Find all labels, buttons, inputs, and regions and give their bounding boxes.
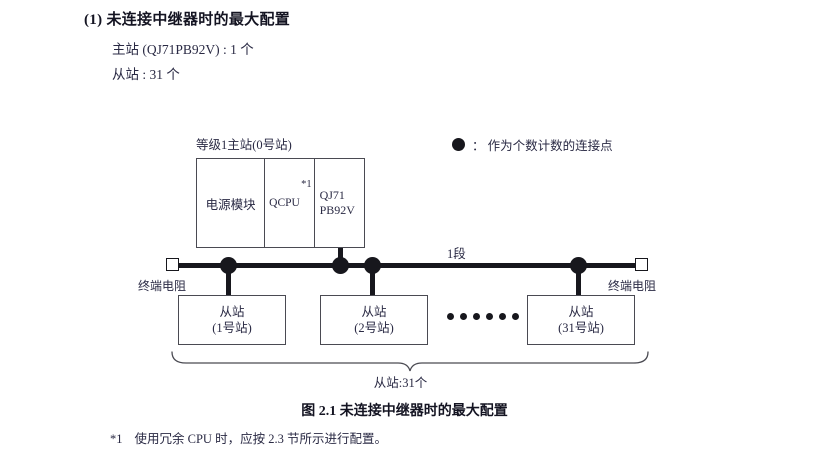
legend-label: ： 作为个数计数的连接点	[472, 139, 613, 153]
slave-drop-line	[370, 266, 375, 296]
ellipsis-dot	[447, 313, 454, 320]
connection-node-dot	[332, 257, 349, 274]
master-chassis: 电源模块 QCPU *1 QJ71 PB92V	[196, 158, 365, 248]
terminator-right-label: 终端电阻	[608, 279, 657, 293]
slave-group-label: 从站:31个	[373, 376, 428, 390]
spec-slave-count: 从站 : 31 个	[112, 67, 180, 82]
slave-drop-line	[576, 266, 581, 296]
module-qcpu-label: QCPU	[269, 197, 300, 209]
module-qj71pb92v: QJ71 PB92V	[313, 159, 364, 247]
slave-station-number: (31号站)	[558, 321, 604, 335]
slave-station-title: 从站	[361, 304, 387, 319]
ellipsis-dot	[512, 313, 519, 320]
slave-station-title: 从站	[568, 304, 594, 319]
brace-icon	[171, 351, 649, 372]
footnote: *1 使用冗余 CPU 时，应按 2.3 节所示进行配置。	[110, 428, 387, 447]
connection-node-dot	[220, 257, 237, 274]
connection-point-dot-icon	[452, 138, 465, 151]
slave-station-box: 从站 (31号站)	[527, 295, 635, 345]
module-qj71pb92v-label: QJ71 PB92V	[320, 188, 355, 219]
slave-station-number: (2号站)	[354, 321, 394, 335]
bus-trunk-line	[176, 263, 642, 268]
ellipsis-dot	[499, 313, 506, 320]
slave-drop-line	[226, 266, 231, 296]
slave-station-number: (1号站)	[212, 321, 252, 335]
slave-group-label-wrap: 从站:31个	[0, 372, 821, 391]
slave-group-brace	[170, 350, 650, 372]
legend: ： 作为个数计数的连接点	[452, 135, 613, 154]
module-qj71pb92v-line2: PB92V	[319, 203, 355, 217]
slave-station-box: 从站 (2号站)	[320, 295, 428, 345]
segment-label: 1段	[447, 247, 466, 261]
spec-master-count: 主站 (QJ71PB92V) : 1 个	[112, 42, 254, 57]
slave-station-box: 从站 (1号站)	[178, 295, 286, 345]
ellipsis-dot	[473, 313, 480, 320]
module-qcpu: QCPU *1	[264, 159, 313, 247]
module-power-supply-label: 电源模块	[205, 197, 256, 212]
ellipsis-dot	[486, 313, 493, 320]
figure-caption-wrap: 图 2.1 未连接中继器时的最大配置	[0, 400, 821, 420]
footnote-text: 使用冗余 CPU 时，应按 2.3 节所示进行配置。	[134, 432, 387, 446]
module-qj71pb92v-line1: QJ71	[319, 187, 345, 202]
ellipsis-dots	[447, 313, 519, 320]
terminator-left-icon	[166, 258, 179, 271]
connection-node-dot	[364, 257, 381, 274]
master-station-label: 等级1主站(0号站)	[196, 138, 292, 152]
connection-node-dot	[570, 257, 587, 274]
section-heading: (1) 未连接中继器时的最大配置	[84, 12, 291, 28]
terminator-left-label: 终端电阻	[138, 279, 187, 293]
figure-caption: 图 2.1 未连接中继器时的最大配置	[301, 404, 508, 419]
module-power-supply: 电源模块	[197, 159, 264, 247]
slave-station-title: 从站	[219, 304, 245, 319]
footnote-mark: *1	[110, 432, 123, 446]
terminator-right-icon	[635, 258, 648, 271]
ellipsis-dot	[460, 313, 467, 320]
footnote-marker-superscript: *1	[301, 179, 312, 190]
